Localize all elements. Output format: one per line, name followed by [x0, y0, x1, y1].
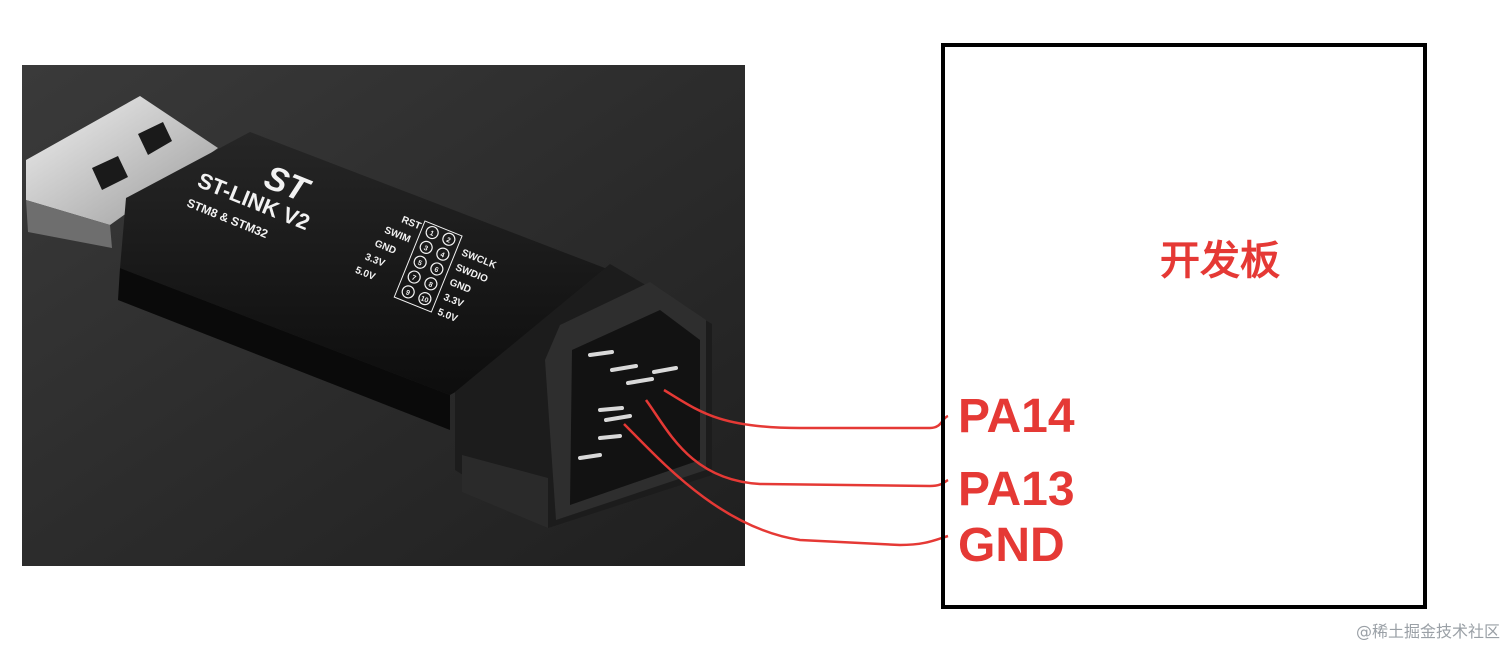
watermark: @稀土掘金技术社区 — [1355, 622, 1500, 641]
usb-connector — [26, 96, 218, 248]
pin-number-5: 5 — [416, 260, 422, 268]
dev-board-box — [941, 43, 1427, 609]
pin-number-10: 10 — [419, 295, 429, 304]
pin-number-3: 3 — [422, 245, 428, 253]
pin-number-9: 9 — [405, 289, 411, 297]
pin-header — [455, 264, 712, 528]
pin-number-7: 7 — [411, 274, 417, 282]
dongle-body — [118, 132, 610, 430]
pin-number-1: 1 — [428, 230, 434, 238]
pin-number-6: 6 — [433, 266, 439, 274]
pin-number-4: 4 — [439, 252, 445, 260]
board-label: 开发板 — [1160, 238, 1280, 284]
pin-number-2: 2 — [445, 237, 451, 245]
wire-gnd — [623, 423, 949, 547]
pin-label-pa13: PA13 — [958, 463, 1075, 516]
pin-label-pa14: PA14 — [958, 390, 1075, 443]
pin-label-gnd: GND — [958, 519, 1065, 572]
pin-number-8: 8 — [427, 281, 433, 289]
